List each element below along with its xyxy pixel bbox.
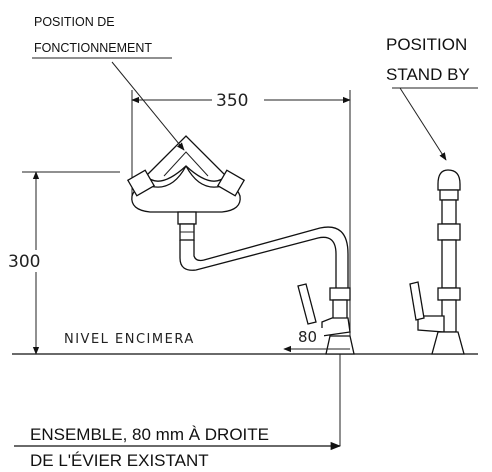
column-collar: [329, 287, 351, 301]
dim-80-text: 80: [298, 328, 317, 346]
spray-head-inner: [163, 151, 209, 177]
standby-collar: [437, 287, 461, 301]
standby-head-collar: [439, 189, 459, 201]
standby-upper-pipe: [441, 199, 457, 225]
dim-350-text: 350: [216, 91, 248, 111]
dim-300-text: 300: [8, 252, 40, 272]
label-position-de: POSITION DE: [34, 15, 115, 29]
nivel-encimera-label: NIVEL ENCIMERA: [64, 332, 195, 347]
dim-350-bg: [212, 89, 264, 111]
right-nozzle: [216, 169, 246, 197]
valve-body: [177, 211, 197, 225]
left-nozzle: [126, 169, 156, 197]
standby-head: [437, 169, 461, 191]
swivel-pipe-inner: [193, 226, 349, 300]
label-ensemble-line2: DE L'ÉVIER EXISTANT: [30, 451, 209, 470]
dim-300-bg: [4, 250, 38, 272]
swivel-pipe-outer: [179, 236, 337, 300]
column-base: [325, 335, 355, 355]
standby-lower-pipe: [441, 239, 457, 289]
standby-valve: [437, 223, 461, 241]
label-ensemble-line1: ENSEMBLE, 80 mm À DROITE: [30, 425, 269, 444]
dim-80-bg: [296, 328, 324, 346]
label-stand-by: STAND BY: [386, 65, 470, 84]
standby-base: [431, 331, 465, 355]
callout-fonct-leader: [111, 61, 185, 151]
standby-tap-lever: [409, 281, 425, 321]
callout-standby-leader: [399, 87, 447, 161]
label-position: POSITION: [386, 35, 467, 54]
tap-lever: [297, 283, 317, 325]
tap-body: [321, 317, 351, 337]
label-fonctionnement: FONCTIONNEMENT: [34, 41, 152, 55]
